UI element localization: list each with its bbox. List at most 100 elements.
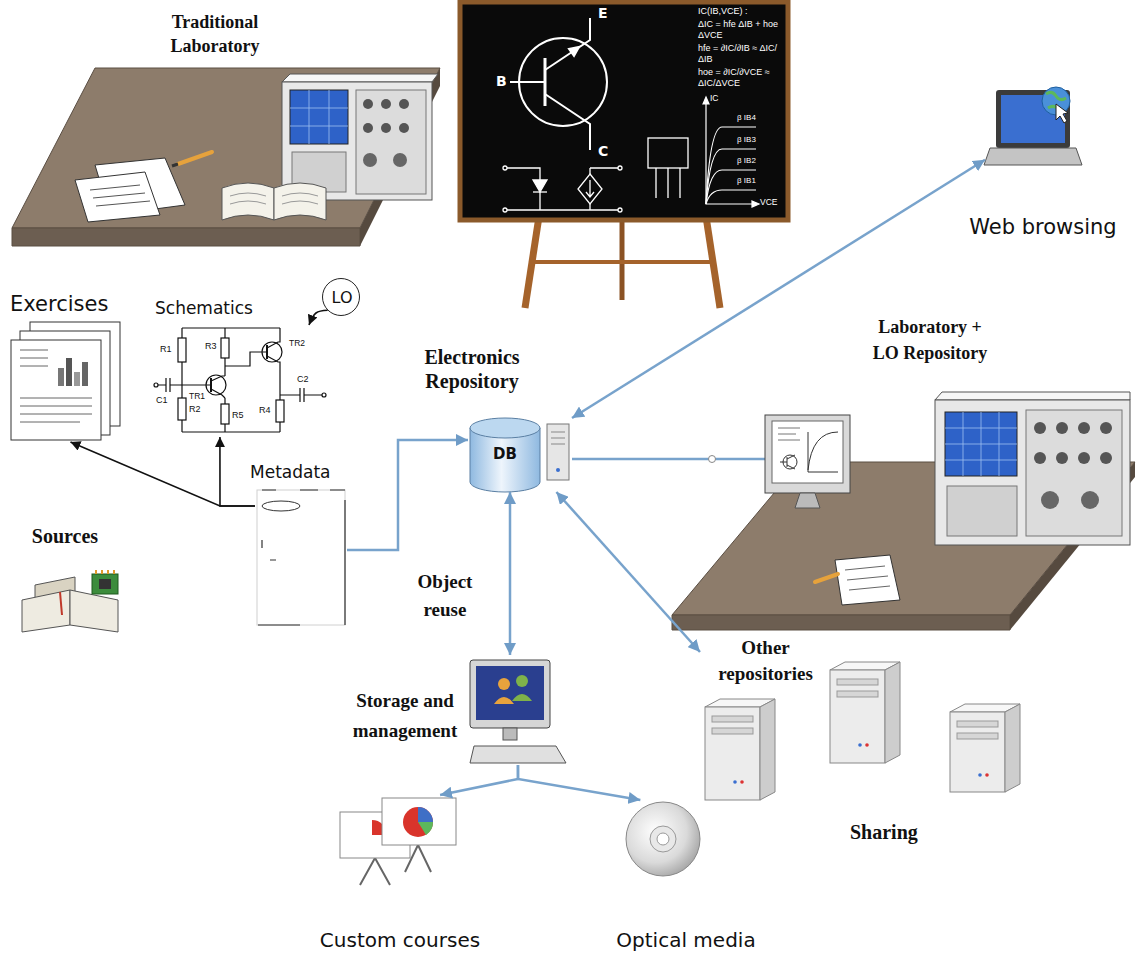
transistor-package [648, 138, 688, 198]
easel [533, 260, 714, 264]
books [230, 193, 318, 204]
exercise-sheets [82, 362, 88, 386]
amplifier-schematic [182, 431, 280, 432]
formula-text: IC(IB,VCE) : [698, 6, 782, 17]
amplifier-schematic [158, 378, 211, 392]
server [830, 670, 885, 763]
workstation [470, 660, 566, 763]
server [978, 773, 982, 777]
optical-disc [650, 826, 676, 852]
laptop [1056, 104, 1068, 123]
amplifier-schematic [211, 376, 225, 398]
node-heading: Metadata [250, 462, 331, 482]
connector-arrow [509, 492, 512, 655]
transistor-symbol [510, 18, 607, 150]
sources-books [22, 590, 70, 632]
oscilloscope [393, 153, 407, 167]
oscilloscope [282, 74, 438, 200]
lab-oscilloscope [1041, 491, 1059, 509]
metadata-sheet: Metadata [255, 488, 347, 626]
laptop [984, 87, 1082, 165]
lab-monitor [808, 432, 838, 472]
optical-disc [626, 802, 700, 876]
section-heading: Traditional Laboratory [150, 10, 280, 58]
lab-oscilloscope [945, 412, 1017, 476]
connector-arrow [220, 437, 255, 506]
node-heading: Other repositories [708, 635, 823, 687]
workstation [476, 666, 544, 720]
pencil [178, 152, 212, 164]
easel [620, 210, 625, 300]
lab-oscilloscope [1100, 422, 1112, 434]
web-laptop: Web browsing [985, 85, 1080, 168]
characteristic-graph [706, 127, 756, 204]
node-heading: Schematics [155, 298, 253, 318]
formula-text: hfe = ∂IC/∂IB ≈ ΔIC/ΔIB [698, 43, 782, 65]
amplifier-schematic [221, 404, 229, 424]
optical-disc [657, 833, 669, 845]
oscilloscope [399, 99, 409, 109]
lab-oscilloscope [1056, 422, 1068, 434]
formula-text: hoe = ∂IC/∂VCE ≈ ΔIC/ΔVCE [698, 67, 782, 89]
equivalent-circuit [578, 174, 602, 204]
lab-cable [645, 456, 765, 463]
server [865, 743, 869, 747]
connector-arrow [572, 160, 985, 418]
easel [525, 210, 720, 308]
equivalent-circuit [533, 191, 547, 192]
metadata-sheet [257, 490, 345, 625]
lab-oscilloscope [1034, 422, 1046, 434]
lab-monitor [778, 428, 800, 440]
server [760, 699, 775, 800]
lab-oscilloscope [1100, 452, 1112, 464]
amplifier-schematic [182, 327, 280, 328]
equivalent-circuit [503, 166, 507, 170]
connector-line [572, 458, 645, 461]
server [712, 728, 753, 734]
component-label: R5 [232, 410, 244, 421]
oscilloscope [356, 90, 426, 194]
server [957, 733, 998, 739]
amplifier-schematic [154, 383, 158, 387]
lab-monitor [795, 493, 820, 508]
oscilloscope [381, 99, 391, 109]
axis-label: IC [710, 93, 719, 103]
oscilloscope [290, 90, 348, 144]
exercise-sheets [11, 322, 120, 440]
oscilloscope [282, 82, 432, 200]
oscilloscope [363, 123, 373, 133]
transistor-symbol [569, 47, 579, 56]
server [740, 780, 744, 784]
node-caption: Custom courses [300, 928, 500, 952]
server [957, 721, 998, 727]
lab-monitor [765, 415, 850, 493]
curve-label: β IB3 [737, 135, 756, 145]
curve-label: β IB4 [737, 113, 756, 123]
lab-oscilloscope [1026, 410, 1122, 536]
workstation [498, 678, 510, 690]
characteristic-graph [706, 170, 756, 204]
section-heading: Sources [15, 524, 115, 548]
workstation [494, 697, 514, 704]
blackboard [460, 2, 788, 220]
laptop [984, 148, 1082, 165]
oscilloscope [381, 123, 391, 133]
database-cylinder [547, 424, 569, 480]
laptop [996, 90, 1070, 148]
slide-deck [418, 807, 433, 822]
exercise-sheets [66, 358, 72, 386]
lab-oscilloscope [1078, 452, 1090, 464]
amplifier-schematic [178, 338, 186, 362]
exercise-sheets [58, 368, 64, 386]
equivalent-circuit [503, 208, 507, 212]
server [830, 662, 900, 763]
transistor-symbol [545, 94, 590, 150]
oscilloscope [363, 99, 373, 109]
amplifier-schematic [154, 328, 326, 432]
node-label: DB [493, 445, 517, 463]
component-label: TR2 [289, 338, 305, 348]
amplifier-schematic [276, 400, 284, 422]
characteristic-graph [752, 201, 759, 207]
component-label: R1 [160, 344, 172, 355]
oscilloscope [282, 74, 438, 82]
